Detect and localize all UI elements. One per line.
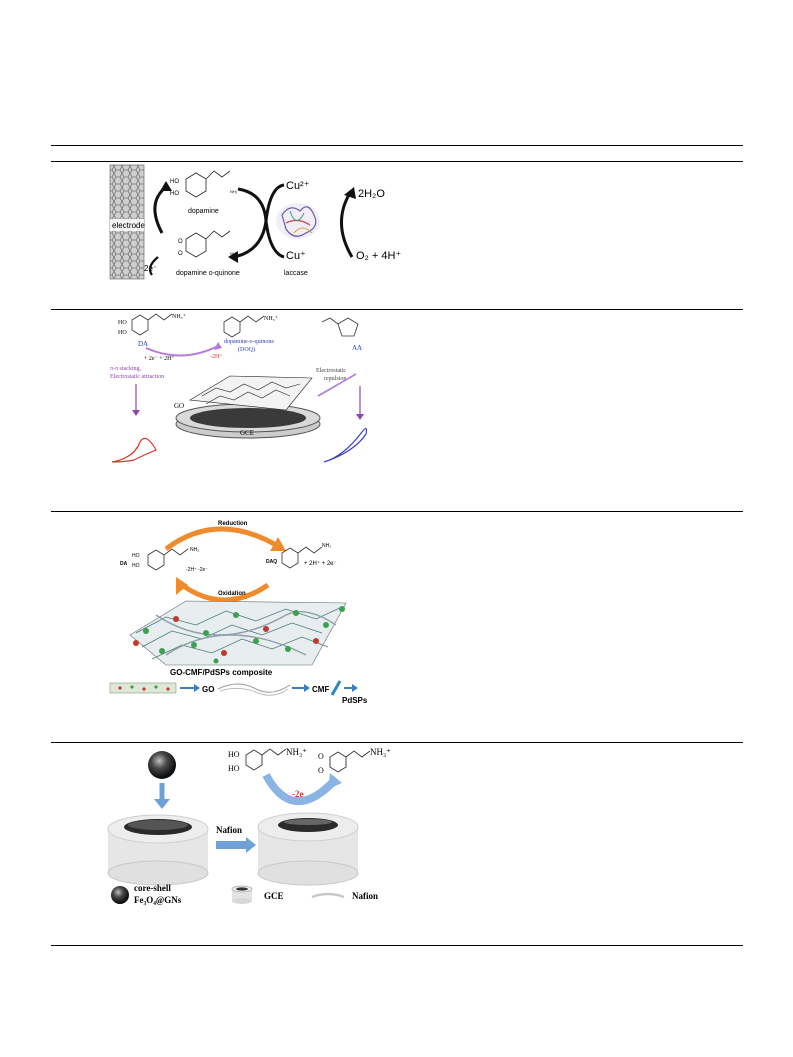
core-shell-particle xyxy=(148,751,176,779)
pdsps-label: PdSPs xyxy=(342,696,368,705)
row-divider-1 xyxy=(51,309,743,310)
dopamine-label: dopamine xyxy=(188,208,219,215)
legend-core-shell-icon xyxy=(111,886,129,904)
da-ho-1: HO xyxy=(118,320,127,326)
legend-gce-label: GCE xyxy=(264,891,284,901)
da3-ho-1: HO xyxy=(132,553,140,559)
legend-nafion-icon xyxy=(311,892,345,899)
right-cycle-arrow-top xyxy=(264,183,285,222)
middle-cycle-arrow-bottom xyxy=(233,220,268,259)
plus-h-e-label: + 2H⁺ + 2e⁻ xyxy=(304,560,337,567)
fig4-o-2: O xyxy=(318,766,324,775)
da-nh3: NH₃⁺ xyxy=(172,313,186,320)
repulsion-label-1: Electrostatic xyxy=(316,368,346,374)
da-ho-2: HO xyxy=(118,330,127,336)
fig4-ho-2: HO xyxy=(228,764,240,773)
pdsp-rod xyxy=(330,680,342,696)
attraction-label: Electrostatic attraction xyxy=(110,374,164,380)
figure-go-gce: HO HO NH₃⁺ DA NH₃⁺ dopamine-o-quinone (D… xyxy=(110,313,368,463)
go-sheet xyxy=(189,375,313,411)
dopamine-structure xyxy=(185,170,231,258)
aa-to-go-arrow xyxy=(317,373,357,397)
figure-fe3o4-gns: Nafion HO HO NH₃⁺ O O NH₃⁺ -2e core-shel… xyxy=(107,747,391,905)
legend-core-shell-1: core-shell xyxy=(134,883,171,893)
repulsion-label-2: repulsion xyxy=(324,376,346,382)
fig4-nh3-2: NH₃⁺ xyxy=(370,747,391,757)
da-cv-curve xyxy=(111,437,157,463)
reduction-arrow xyxy=(164,526,278,551)
da3-label: DA xyxy=(120,561,128,567)
doq-structure xyxy=(223,315,265,338)
go-legend-label: GO xyxy=(202,685,214,694)
composite-network xyxy=(129,600,347,666)
daq-structure xyxy=(281,546,323,569)
doq-name: dopamine-o-quinone xyxy=(224,339,274,345)
da-doq-arrow xyxy=(145,345,219,357)
da-structure-3 xyxy=(147,548,189,571)
oxygen-water-arrow xyxy=(340,192,354,258)
da-label: DA xyxy=(138,340,148,348)
water-label: 2H₂O xyxy=(358,188,385,200)
electrode-arrow xyxy=(148,256,159,276)
laccase-protein xyxy=(276,203,320,239)
figure-go-cmf-pdsps: Reduction Oxidation HO HO NH₂ DA -2H⁺ -2… xyxy=(109,521,368,705)
mini-graphene xyxy=(109,682,177,694)
right-cycle-arrow-bottom xyxy=(264,220,285,259)
electrode-label: electrode xyxy=(112,221,145,230)
minus-h-e-label: -2H⁺ -2e⁻ xyxy=(186,567,208,573)
quinone-o-2: O xyxy=(178,251,183,257)
table-top-rule xyxy=(51,145,743,146)
gce-label: GCE xyxy=(240,429,254,437)
middle-cycle-arrow-top xyxy=(237,187,268,222)
legend-nafion-label: Nafion xyxy=(352,891,378,901)
reduction-label: Reduction xyxy=(218,521,248,527)
table-bottom-rule xyxy=(51,945,743,946)
figure-laccase-cycle: electrode 2e⁻ HO HO NH₂ O O NH₂ dopamine… xyxy=(109,164,401,280)
fig4-o-1: O xyxy=(318,752,324,761)
da3-nh2: NH₂ xyxy=(190,547,199,553)
oxidation-curve-arrow xyxy=(262,773,335,805)
left-cycle-arrow xyxy=(153,185,167,234)
oxidation-arrow xyxy=(180,582,270,603)
row-divider-3 xyxy=(51,742,743,743)
doq-nh3: NH₃⁺ xyxy=(264,315,278,322)
cmf-label: CMF xyxy=(312,685,329,694)
table-header-rule xyxy=(51,161,743,162)
go-label: GO xyxy=(174,402,184,410)
aa-cv-curve xyxy=(323,427,368,463)
cu1-label: Cu⁺ xyxy=(286,250,306,262)
row-divider-2 xyxy=(51,511,743,512)
gce-cylinder-left xyxy=(107,814,209,886)
composite-label: GO-CMF/PdSPs composite xyxy=(170,668,273,677)
cu2-label: Cu²⁺ xyxy=(286,180,310,192)
dopamine-nh2: NH₂ xyxy=(230,189,238,194)
pi-stacking-label: π-π stacking, xyxy=(110,366,142,372)
electron-proton-label: + 2e⁻ + 2H⁺ xyxy=(144,355,175,362)
nafion-arrow xyxy=(216,841,246,849)
aa-label: AA xyxy=(352,344,362,352)
daq-label: DAQ xyxy=(266,559,277,565)
oxygen-label: O₂ + 4H⁺ xyxy=(356,250,401,262)
mini-fibers xyxy=(217,683,291,693)
dopamine-ho-2: HO xyxy=(170,191,179,197)
dopamine-structure-4 xyxy=(245,748,371,773)
da3-ho-2: HO xyxy=(132,563,140,569)
minus-2e-label: -2e xyxy=(292,789,304,799)
minus-proton-label: -2H⁺ xyxy=(210,353,223,360)
quinone-o-1: O xyxy=(178,239,183,245)
nafion-arrow-label: Nafion xyxy=(216,825,242,835)
da-structure xyxy=(131,313,173,336)
dopamine-quinone-label: dopamine o-quinone xyxy=(176,270,240,277)
laccase-label: laccase xyxy=(284,270,308,277)
doq-abbr: (DOQ) xyxy=(238,346,255,353)
oxidation-label: Oxidation xyxy=(218,591,246,597)
gce-cylinder-right xyxy=(257,812,359,886)
fig4-ho-1: HO xyxy=(228,750,240,759)
legend-gce-icon xyxy=(231,885,253,904)
dopamine-ho-1: HO xyxy=(170,179,179,185)
fig4-nh3-1: NH₃⁺ xyxy=(286,747,307,757)
daq-nh2: NH₂ xyxy=(322,543,331,549)
aa-structure xyxy=(321,317,359,337)
legend-core-shell-2: Fe₃O₄@GNs xyxy=(134,895,182,905)
